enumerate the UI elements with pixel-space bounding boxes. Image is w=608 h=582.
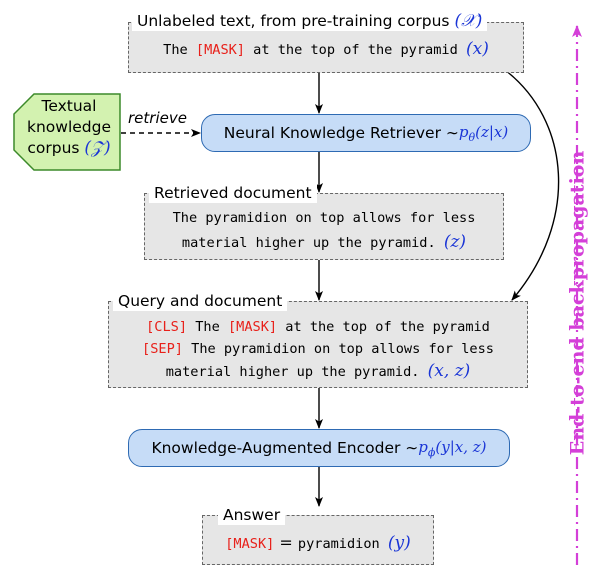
query-line-2-text: The pyramidion on top allows for less [182,341,494,357]
backprop-label-wrapper: End-to-end backpropagation [560,40,594,565]
answer-equals: = [274,533,298,552]
retrieved-document-box: The pyramidion on top allows for less ma… [144,193,504,260]
query-document-box: [CLS] The [MASK] at the top of the pyram… [108,301,528,388]
encoder-args: (y|x, z) [435,437,487,456]
retriever-label: Neural Knowledge Retriever ∼ [223,124,459,142]
input-variable: (x) [465,39,489,59]
knowledge-corpus-shape [13,93,121,171]
query-mask-token: [MASK] [227,319,278,335]
retriever-p: p [458,122,469,141]
retriever-sub: θ [468,130,476,144]
retrieved-variable: (z) [443,232,467,252]
corpus-variable: (𝒵) [84,138,111,158]
backprop-label: End-to-end backpropagation [566,150,589,455]
answer-line: [MASK] = pyramidion (y) [203,532,433,555]
neural-retriever-box: Neural Knowledge Retriever ∼ pθ(z|x) [201,114,531,152]
sep-token: [SEP] [142,341,183,357]
query-line-1-end: at the top of the pyramid [277,319,490,335]
query-line-1-start: The [187,319,228,335]
answer-legend: Answer [218,505,286,525]
answer-mask-token: [MASK] [225,536,275,552]
corpus-line-2: knowledge [26,118,112,136]
retrieve-label: retrieve [128,109,187,127]
encoder-formula: pϕ(y|x, z) [418,438,486,459]
input-text: The [MASK] at the top of the pyramid (x) [129,38,523,61]
retrieved-line-2-text: material higher up the pyramid. [181,235,444,251]
input-text-end: at the top of the pyramid [245,42,466,58]
pretraining-legend-text: Unlabeled text, from pre-training corpus [137,12,450,30]
answer-variable: (y) [387,533,411,553]
corpus-line-1: Textual [41,97,97,115]
corpus-line-3-text: corpus [27,139,85,157]
query-line-3: material higher up the pyramid. (x, z) [109,360,527,383]
pretraining-legend: Unlabeled text, from pre-training corpus… [132,11,488,31]
query-legend: Query and document [113,291,288,311]
retrieved-line-2: material higher up the pyramid. (z) [145,231,503,254]
pretraining-legend-variable: (𝒳) [454,11,483,31]
answer-value: pyramidion [297,536,380,552]
mask-token: [MASK] [195,42,245,58]
retriever-formula: pθ(z|x) [459,123,508,144]
encoder-sub: ϕ [427,445,436,459]
knowledge-corpus-label: Textual knowledge corpus (𝒵) [18,96,120,159]
query-line-1: [CLS] The [MASK] at the top of the pyram… [109,316,527,338]
query-line-2: [SEP] The pyramidion on top allows for l… [109,338,527,360]
encoder-p: p [418,437,428,456]
corpus-line-3: corpus (𝒵) [18,138,120,159]
encoder-label: Knowledge-Augmented Encoder ∼ [151,439,419,457]
arrow-input-to-query-curve [504,69,560,301]
knowledge-encoder-box: Knowledge-Augmented Encoder ∼ pϕ(y|x, z) [128,429,510,467]
input-text-start: The [163,42,196,58]
retrieved-legend: Retrieved document [149,183,317,203]
query-variable: (x, z) [427,361,471,381]
retrieved-line-1: The pyramidion on top allows for less [172,210,476,226]
query-line-3-text: material higher up the pyramid. [165,364,428,380]
cls-token: [CLS] [146,319,188,335]
retriever-args: (z|x) [475,122,509,141]
